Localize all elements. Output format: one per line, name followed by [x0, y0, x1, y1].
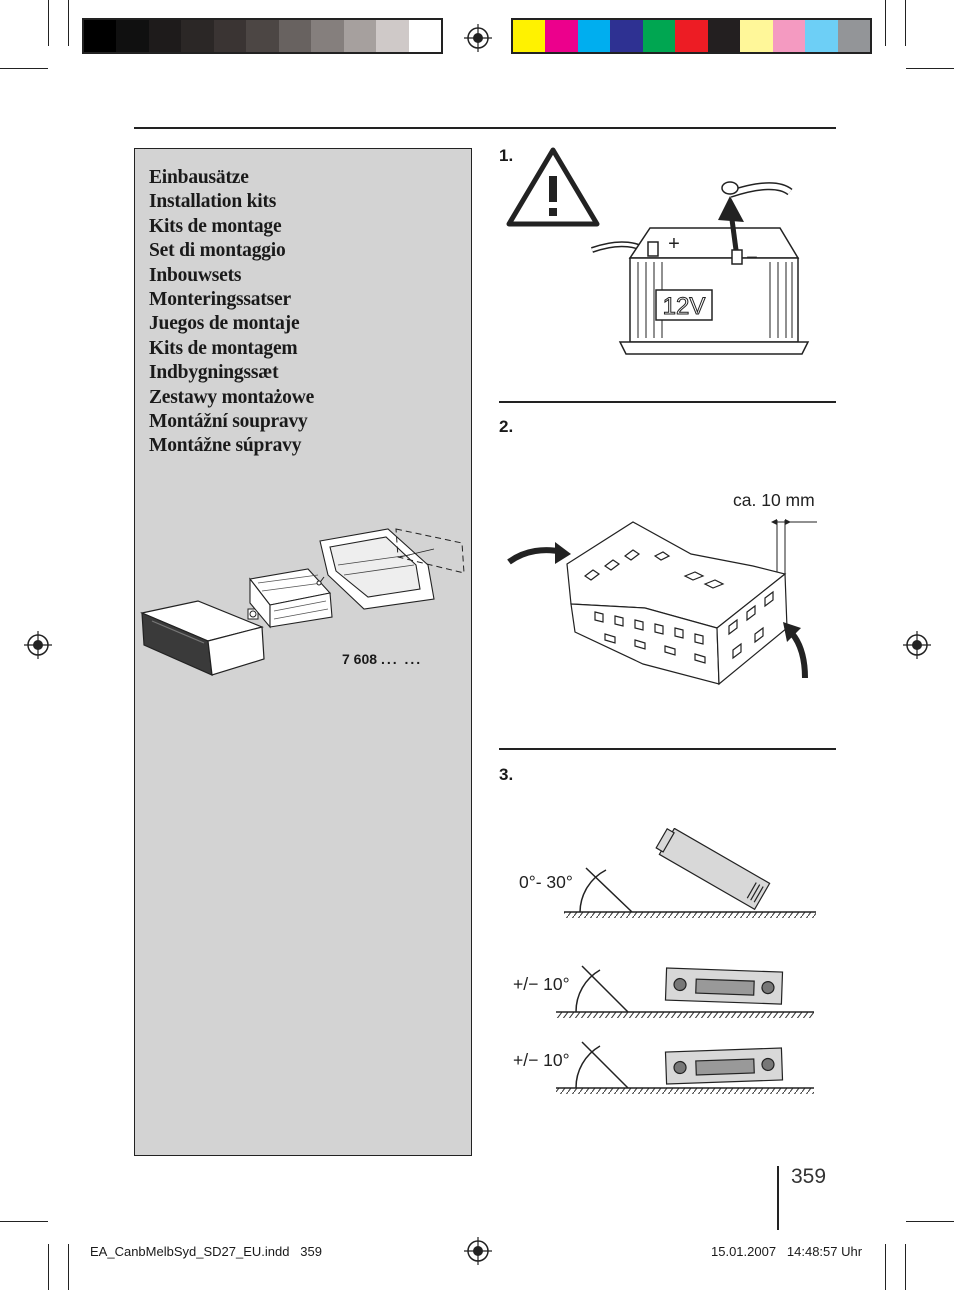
kit-title: Inbouwsets — [149, 264, 242, 286]
color-swatch — [181, 20, 214, 52]
kit-title: Einbausätze — [149, 167, 249, 188]
registration-mark-icon — [464, 24, 492, 52]
kit-title: Juegos de montaje — [149, 313, 300, 335]
color-swatch — [805, 20, 838, 52]
mounting-frame-diagram — [507, 519, 817, 686]
kit-title: Zestawy montażowe — [149, 386, 315, 408]
color-swatch — [213, 20, 247, 52]
battery-voltage-label: 12V — [663, 293, 706, 320]
part-number: 7 608 ... ... — [342, 651, 423, 667]
color-swatch — [116, 20, 149, 52]
color-swatch — [642, 20, 676, 52]
plus-terminal-label: + — [668, 233, 680, 255]
color-swatch — [311, 20, 344, 52]
color-swatch — [707, 20, 741, 52]
step-2-number: 2. — [499, 417, 514, 436]
step-divider — [499, 401, 836, 403]
page-number: 359 — [791, 1165, 827, 1188]
color-swatch — [246, 20, 279, 52]
page-number-rule — [777, 1166, 779, 1230]
registration-mark-icon — [903, 631, 931, 659]
kit-title: Indbygningssæt — [149, 362, 279, 384]
kit-title: Kits de montage — [149, 215, 282, 237]
color-swatch — [513, 20, 546, 52]
process-color-bar — [511, 18, 872, 54]
registration-mark-icon — [464, 1237, 492, 1265]
color-swatch — [740, 20, 773, 52]
minus-terminal-label: − — [746, 247, 758, 269]
color-swatch — [577, 20, 611, 52]
kit-title: Kits de montagem — [149, 337, 298, 359]
step-3-number: 3. — [499, 765, 514, 784]
color-swatch — [343, 20, 377, 52]
color-swatch — [837, 20, 870, 52]
color-swatch — [610, 20, 643, 52]
color-swatch — [148, 20, 182, 52]
dimension-label: ca. 10 mm — [733, 490, 815, 510]
color-swatch — [408, 20, 441, 52]
color-swatch — [84, 20, 117, 52]
color-swatch — [278, 20, 312, 52]
color-swatch — [675, 20, 708, 52]
registration-mark-icon — [24, 631, 52, 659]
mounting-angle-diagram — [556, 828, 816, 1094]
grayscale-color-bar — [82, 18, 443, 54]
angle-label: +/− 10° — [513, 974, 570, 994]
footer-filename: EA_CanbMelbSyd_SD27_EU.indd 359 — [90, 1244, 322, 1259]
warning-triangle-icon — [506, 147, 600, 227]
step-divider — [499, 748, 836, 750]
footer-datetime: 15.01.2007 14:48:57 Uhr — [711, 1244, 863, 1259]
kit-title: Set di montaggio — [149, 240, 286, 262]
installation-kit-drawing — [140, 528, 465, 676]
kit-title: Montážne súpravy — [149, 435, 302, 457]
kit-title: Monteringssatser — [149, 289, 291, 311]
color-swatch — [376, 20, 409, 52]
color-swatch — [772, 20, 806, 52]
color-swatch — [545, 20, 578, 52]
kit-title: Installation kits — [149, 191, 277, 213]
angle-label: 0°- 30° — [519, 872, 573, 892]
angle-label: +/− 10° — [513, 1050, 570, 1070]
kit-title: Montážní soupravy — [149, 411, 308, 433]
step-1-number: 1. — [499, 146, 514, 165]
battery-diagram: 12V + − — [590, 181, 810, 355]
header-rule — [134, 127, 836, 129]
